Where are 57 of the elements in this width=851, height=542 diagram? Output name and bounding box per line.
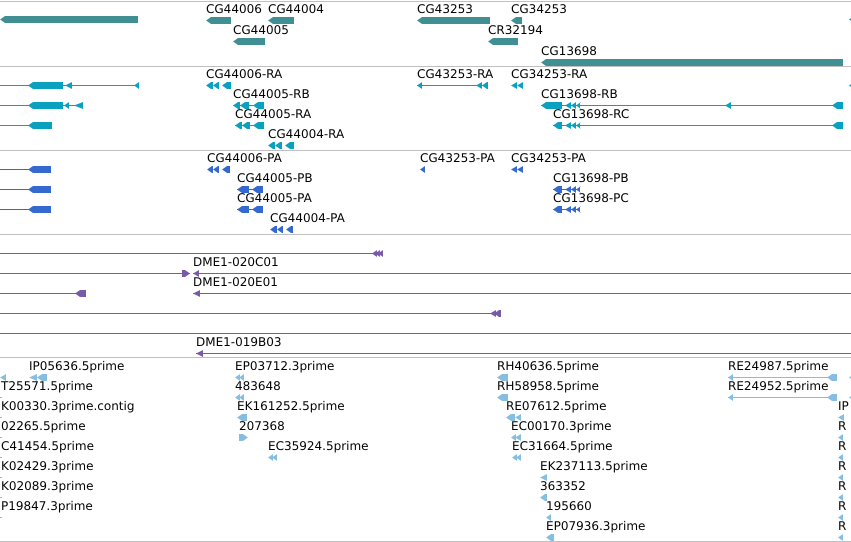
feature-label: EC00170.3prime: [511, 420, 612, 433]
feature-label: T25571.5prime: [1, 380, 93, 393]
feature-label: CG34253-RA: [511, 68, 588, 81]
feature-label: R: [838, 440, 846, 453]
feature-label: CG13698-RC: [553, 108, 630, 121]
feature-label: 02265.5prime: [1, 420, 86, 433]
feature-label: CG13698-RB: [541, 88, 618, 101]
feature-label: 207368: [239, 420, 285, 433]
feature-label: CR32194: [488, 24, 543, 37]
feature-label: K00330.3prime.contig: [1, 400, 134, 413]
feature-label: 363352: [540, 480, 586, 493]
feature-label: CG44005-RB: [233, 88, 310, 101]
feature-label: IP05636.5prime: [29, 360, 124, 373]
feature-label: IP: [838, 400, 849, 413]
feature-label: EC31664.5prime: [512, 440, 613, 453]
feature-label: DME1-020E01: [193, 276, 278, 289]
feature-label: CG44004: [268, 3, 324, 16]
feature-label: R: [838, 520, 846, 533]
feature-label: CG43253: [417, 3, 473, 16]
feature-label: EK161252.5prime: [237, 400, 345, 413]
feature-label: RH58958.5prime: [497, 380, 599, 393]
feature-label: R: [838, 420, 846, 433]
feature-label: CG34253: [511, 3, 567, 16]
feature-label: RE24987.5prime: [728, 360, 828, 373]
feature-label: K02429.3prime: [1, 460, 94, 473]
feature-label: CG13698-PC: [553, 192, 629, 205]
feature-label: 195660: [546, 500, 592, 513]
feature-label: EK237113.5prime: [540, 460, 648, 473]
feature-label: CG44006: [206, 3, 262, 16]
feature-label: EP03712.3prime: [235, 360, 334, 373]
feature-label: K02089.3prime: [1, 480, 94, 493]
feature-label: CG43253-PA: [420, 152, 495, 165]
feature-label: 483648: [235, 380, 281, 393]
feature-label: R: [838, 500, 846, 513]
feature-label: CG13698: [541, 45, 597, 58]
feature-label: EC35924.5prime: [268, 440, 369, 453]
feature-label: CG44004-RA: [268, 128, 344, 141]
feature-label: CG43253-RA: [417, 68, 494, 81]
feature-label: R: [838, 480, 846, 493]
feature-label: P19847.3prime: [1, 500, 93, 513]
feature-label: DME1-019B03: [196, 336, 282, 349]
feature-label: R: [838, 460, 846, 473]
feature-label: C41454.5prime: [1, 440, 94, 453]
feature-label: CG44005: [233, 24, 289, 37]
feature-label: RE24952.5prime: [728, 380, 828, 393]
feature-label: RE07612.5prime: [506, 400, 606, 413]
feature-label: EP07936.3prime: [546, 520, 646, 533]
feature-label: DME1-020C01: [193, 256, 279, 269]
feature-label: RH40636.5prime: [497, 360, 599, 373]
feature-label: CG13698-PB: [553, 172, 629, 185]
feature-label: CG44005-RA: [235, 108, 312, 121]
feature-label: CG44004-PA: [270, 212, 345, 225]
feature-label: CG44005-PA: [237, 192, 312, 205]
feature-label: CG34253-PA: [511, 152, 586, 165]
feature-label: CG44006-RA: [206, 68, 282, 81]
feature-label: CG44005-PB: [237, 172, 313, 185]
feature-label: CG44006-PA: [207, 152, 282, 165]
